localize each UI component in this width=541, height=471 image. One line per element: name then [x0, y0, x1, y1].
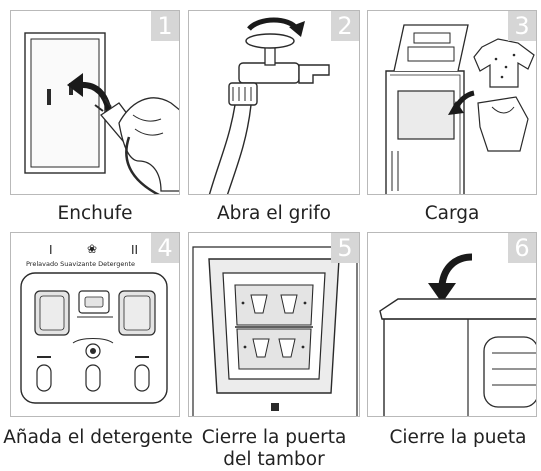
step-2-caption: Abra el grifo: [217, 203, 331, 224]
drum-door-illustration: [192, 246, 358, 416]
close-lid-illustration: [379, 253, 536, 416]
main-wash-symbol: II: [131, 243, 139, 257]
faucet-illustration: [208, 17, 330, 194]
step-5-caption: Cierre la puerta del tambor: [201, 427, 347, 470]
step-number-badge: 1: [151, 11, 179, 41]
detergent-dispenser-illustration: [20, 272, 168, 404]
step-1-caption: Enchufe: [57, 203, 133, 224]
step-4-panel: I ❀ II Prelavado Suavizante Detergente 4: [10, 232, 180, 417]
step-6-caption: Cierre la pueta: [389, 427, 527, 448]
step-number-badge: 6: [508, 233, 536, 263]
step-number-badge: 2: [331, 11, 359, 41]
step-2-panel: 2: [188, 10, 360, 195]
step-6-panel: 6: [367, 232, 537, 417]
step-number-badge: 5: [331, 233, 359, 263]
step-3-panel: 3: [367, 10, 537, 195]
step-5-panel: 5: [188, 232, 360, 417]
compartment-labels: Prelavado Suavizante Detergente: [26, 260, 136, 268]
softener-symbol: ❀: [87, 242, 98, 256]
step-number-badge: 4: [151, 233, 179, 263]
step-number-badge: 3: [508, 11, 536, 41]
step-3-caption: Carga: [424, 203, 480, 224]
loading-illustration: [385, 24, 535, 194]
plug-illustration: [24, 32, 179, 194]
step-1-panel: 1: [10, 10, 180, 195]
step-4-caption: Añada el detergente: [3, 427, 193, 448]
prewash-symbol: I: [49, 243, 53, 257]
